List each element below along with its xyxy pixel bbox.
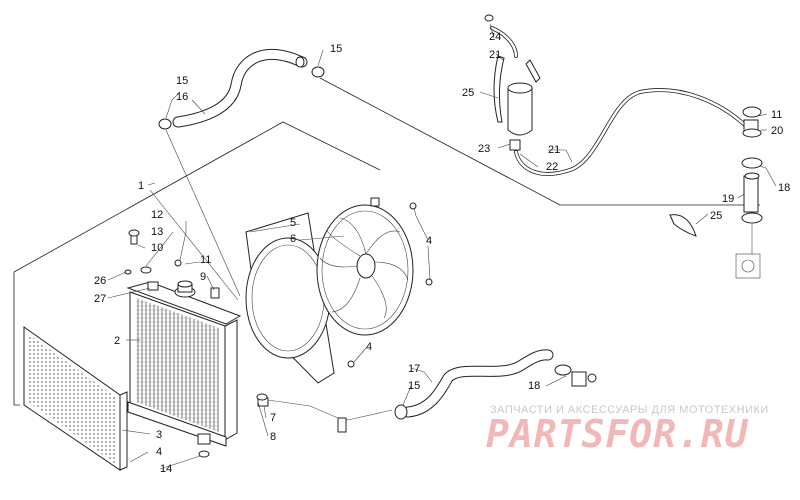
callout-11: 11 [771, 109, 782, 121]
lower-radiator-hose [394, 349, 597, 420]
callout-17: 17 [408, 363, 420, 375]
watermark-brand-logo: PARTSFOR.RU [486, 412, 749, 456]
callout-16: 16 [176, 91, 188, 103]
callout-26: 26 [94, 275, 106, 287]
callout-18: 18 [778, 182, 790, 194]
callout-18: 18 [528, 380, 540, 392]
leader-lines [107, 23, 777, 470]
callout-14: 14 [160, 463, 172, 475]
callout-3: 3 [156, 429, 162, 441]
callout-21: 21 [548, 144, 560, 156]
reservoir-reference-line [319, 77, 760, 206]
callout-8: 8 [270, 431, 276, 443]
filler-neck-assembly [669, 106, 763, 279]
callout-11: 11 [200, 254, 211, 266]
callout-7: 7 [270, 412, 276, 424]
callout-27: 27 [94, 293, 106, 305]
callout-5: 5 [290, 217, 296, 229]
callout-23: 23 [478, 143, 490, 155]
coolant-reservoir [484, 14, 541, 151]
callout-19: 19 [722, 193, 734, 205]
watermark-tagline: ЗАПЧАСТИ И АКСЕССУАРЫ ДЛЯ МОТОТЕХНИКИ [490, 404, 769, 416]
radiator-screen [23, 326, 128, 471]
fan-shroud [245, 212, 335, 384]
callout-9: 9 [200, 271, 206, 283]
radiator-core [126, 281, 242, 447]
thermo-switch [256, 393, 393, 433]
callout-4: 4 [426, 235, 432, 247]
callout-15: 15 [176, 75, 188, 87]
callout-2: 2 [114, 335, 120, 347]
callout-20: 20 [771, 125, 783, 137]
callout-labels: 1 2 3 4 4 4 5 6 7 8 9 10 11 11 12 13 14 … [94, 31, 790, 475]
callout-13: 13 [151, 226, 163, 238]
callout-10: 10 [151, 242, 163, 254]
callout-12: 12 [151, 209, 163, 221]
assembly-outline [13, 121, 381, 406]
callout-6: 6 [290, 233, 296, 245]
callout-21: 21 [489, 49, 501, 61]
callout-24: 24 [489, 31, 501, 43]
callout-1: 1 [138, 180, 144, 192]
callout-25: 25 [462, 87, 474, 99]
callout-15: 15 [330, 43, 342, 55]
callout-25: 25 [710, 210, 722, 222]
radiator-cap-hardware [124, 229, 220, 458]
upper-radiator-hose [158, 49, 325, 130]
cooling-fan [316, 197, 433, 368]
callout-4: 4 [156, 446, 162, 458]
overflow-tube [490, 26, 748, 176]
callout-4: 4 [366, 341, 372, 353]
callout-15: 15 [408, 380, 420, 392]
callout-22: 22 [546, 161, 558, 173]
